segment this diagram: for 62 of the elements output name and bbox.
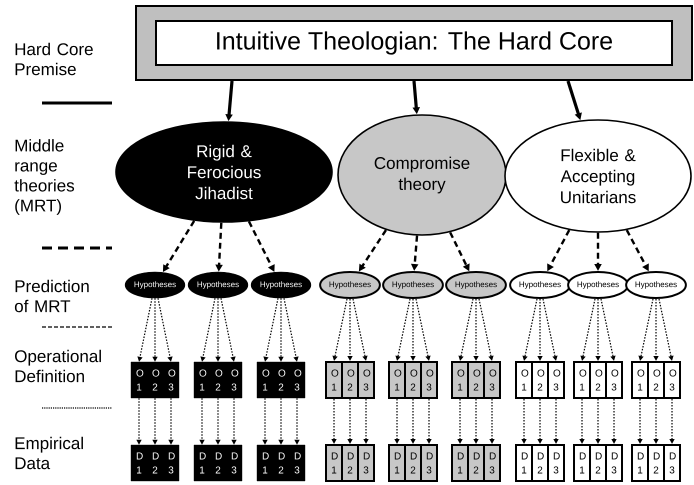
row-label: Empirical Data (16, 436, 83, 470)
row-label: Operational Definition (15, 350, 101, 382)
operational-definition-box: O 3 (357, 361, 375, 399)
data-box: D 1 (451, 444, 469, 482)
data-box: D 2 (341, 444, 359, 482)
operational-definition-box: O 1 (130, 362, 148, 398)
data-box: D 1 (325, 444, 343, 482)
data-box: D 1 (573, 444, 591, 482)
operational-definition-box: O 3 (162, 362, 180, 398)
operational-definition-box: O 2 (647, 361, 665, 399)
data-box: D 2 (531, 444, 549, 482)
data-box: D 2 (589, 444, 607, 482)
data-box: D 2 (146, 444, 164, 482)
data-box: D 1 (388, 444, 406, 482)
data-box: D 3 (162, 444, 180, 482)
operational-definition-box: O 2 (272, 362, 290, 398)
data-box: D 2 (272, 444, 290, 482)
node-label: Flexible & Accepting Unitarians (560, 148, 636, 204)
operational-definition-box: O 1 (515, 361, 533, 399)
operational-definition-box: O 1 (388, 361, 406, 399)
data-box: D 1 (130, 444, 148, 482)
operational-definition-box: O 1 (451, 361, 469, 399)
operational-definition-box: O 1 (256, 362, 274, 398)
operational-definition-box: O 1 (325, 361, 343, 399)
operational-definition-box: O 3 (483, 361, 501, 399)
data-box: D 3 (357, 444, 375, 482)
data-box: D 1 (515, 444, 533, 482)
operational-definition-box: O 2 (589, 361, 607, 399)
data-box: D 3 (605, 444, 623, 482)
data-box: D 2 (404, 444, 422, 482)
operational-definition-box: O 3 (288, 362, 306, 398)
data-box: D 3 (288, 444, 306, 482)
operational-definition-box: O 2 (146, 362, 164, 398)
node-label: Hypotheses (636, 281, 677, 289)
data-box: D 2 (467, 444, 485, 482)
operational-definition-box: O 1 (194, 362, 210, 398)
row-label: Middle range theories (MRT) (14, 139, 74, 215)
data-box: D 3 (663, 444, 681, 482)
operational-definition-box: O 2 (404, 361, 422, 399)
data-box: D 3 (547, 444, 565, 482)
operational-definition-box: O 3 (605, 361, 623, 399)
operational-definition-box: O 2 (210, 362, 226, 398)
operational-definition-box: O 3 (547, 361, 565, 399)
data-box: D 3 (483, 444, 501, 482)
data-box: D 1 (631, 444, 649, 482)
row-label: Hard Core Premise (16, 42, 93, 76)
data-box: D 3 (420, 444, 438, 482)
data-box: D 1 (256, 444, 274, 482)
operational-definition-box: O 2 (531, 361, 549, 399)
data-box: D 3 (226, 444, 242, 482)
operational-definition-box: O 3 (663, 361, 681, 399)
operational-definition-box: O 1 (573, 361, 591, 399)
operational-definition-box: O 3 (420, 361, 438, 399)
data-box: D 2 (210, 444, 226, 482)
data-box: D 2 (647, 444, 665, 482)
operational-definition-box: O 1 (631, 361, 649, 399)
operational-definition-box: O 2 (341, 361, 359, 399)
data-box: D 1 (194, 444, 210, 482)
operational-definition-box: O 2 (467, 361, 485, 399)
operational-definition-box: O 3 (226, 362, 242, 398)
hard-core-box: Intuitive Theologian: The Hard Core (135, 5, 693, 81)
row-label: Prediction of MRT (14, 280, 89, 312)
